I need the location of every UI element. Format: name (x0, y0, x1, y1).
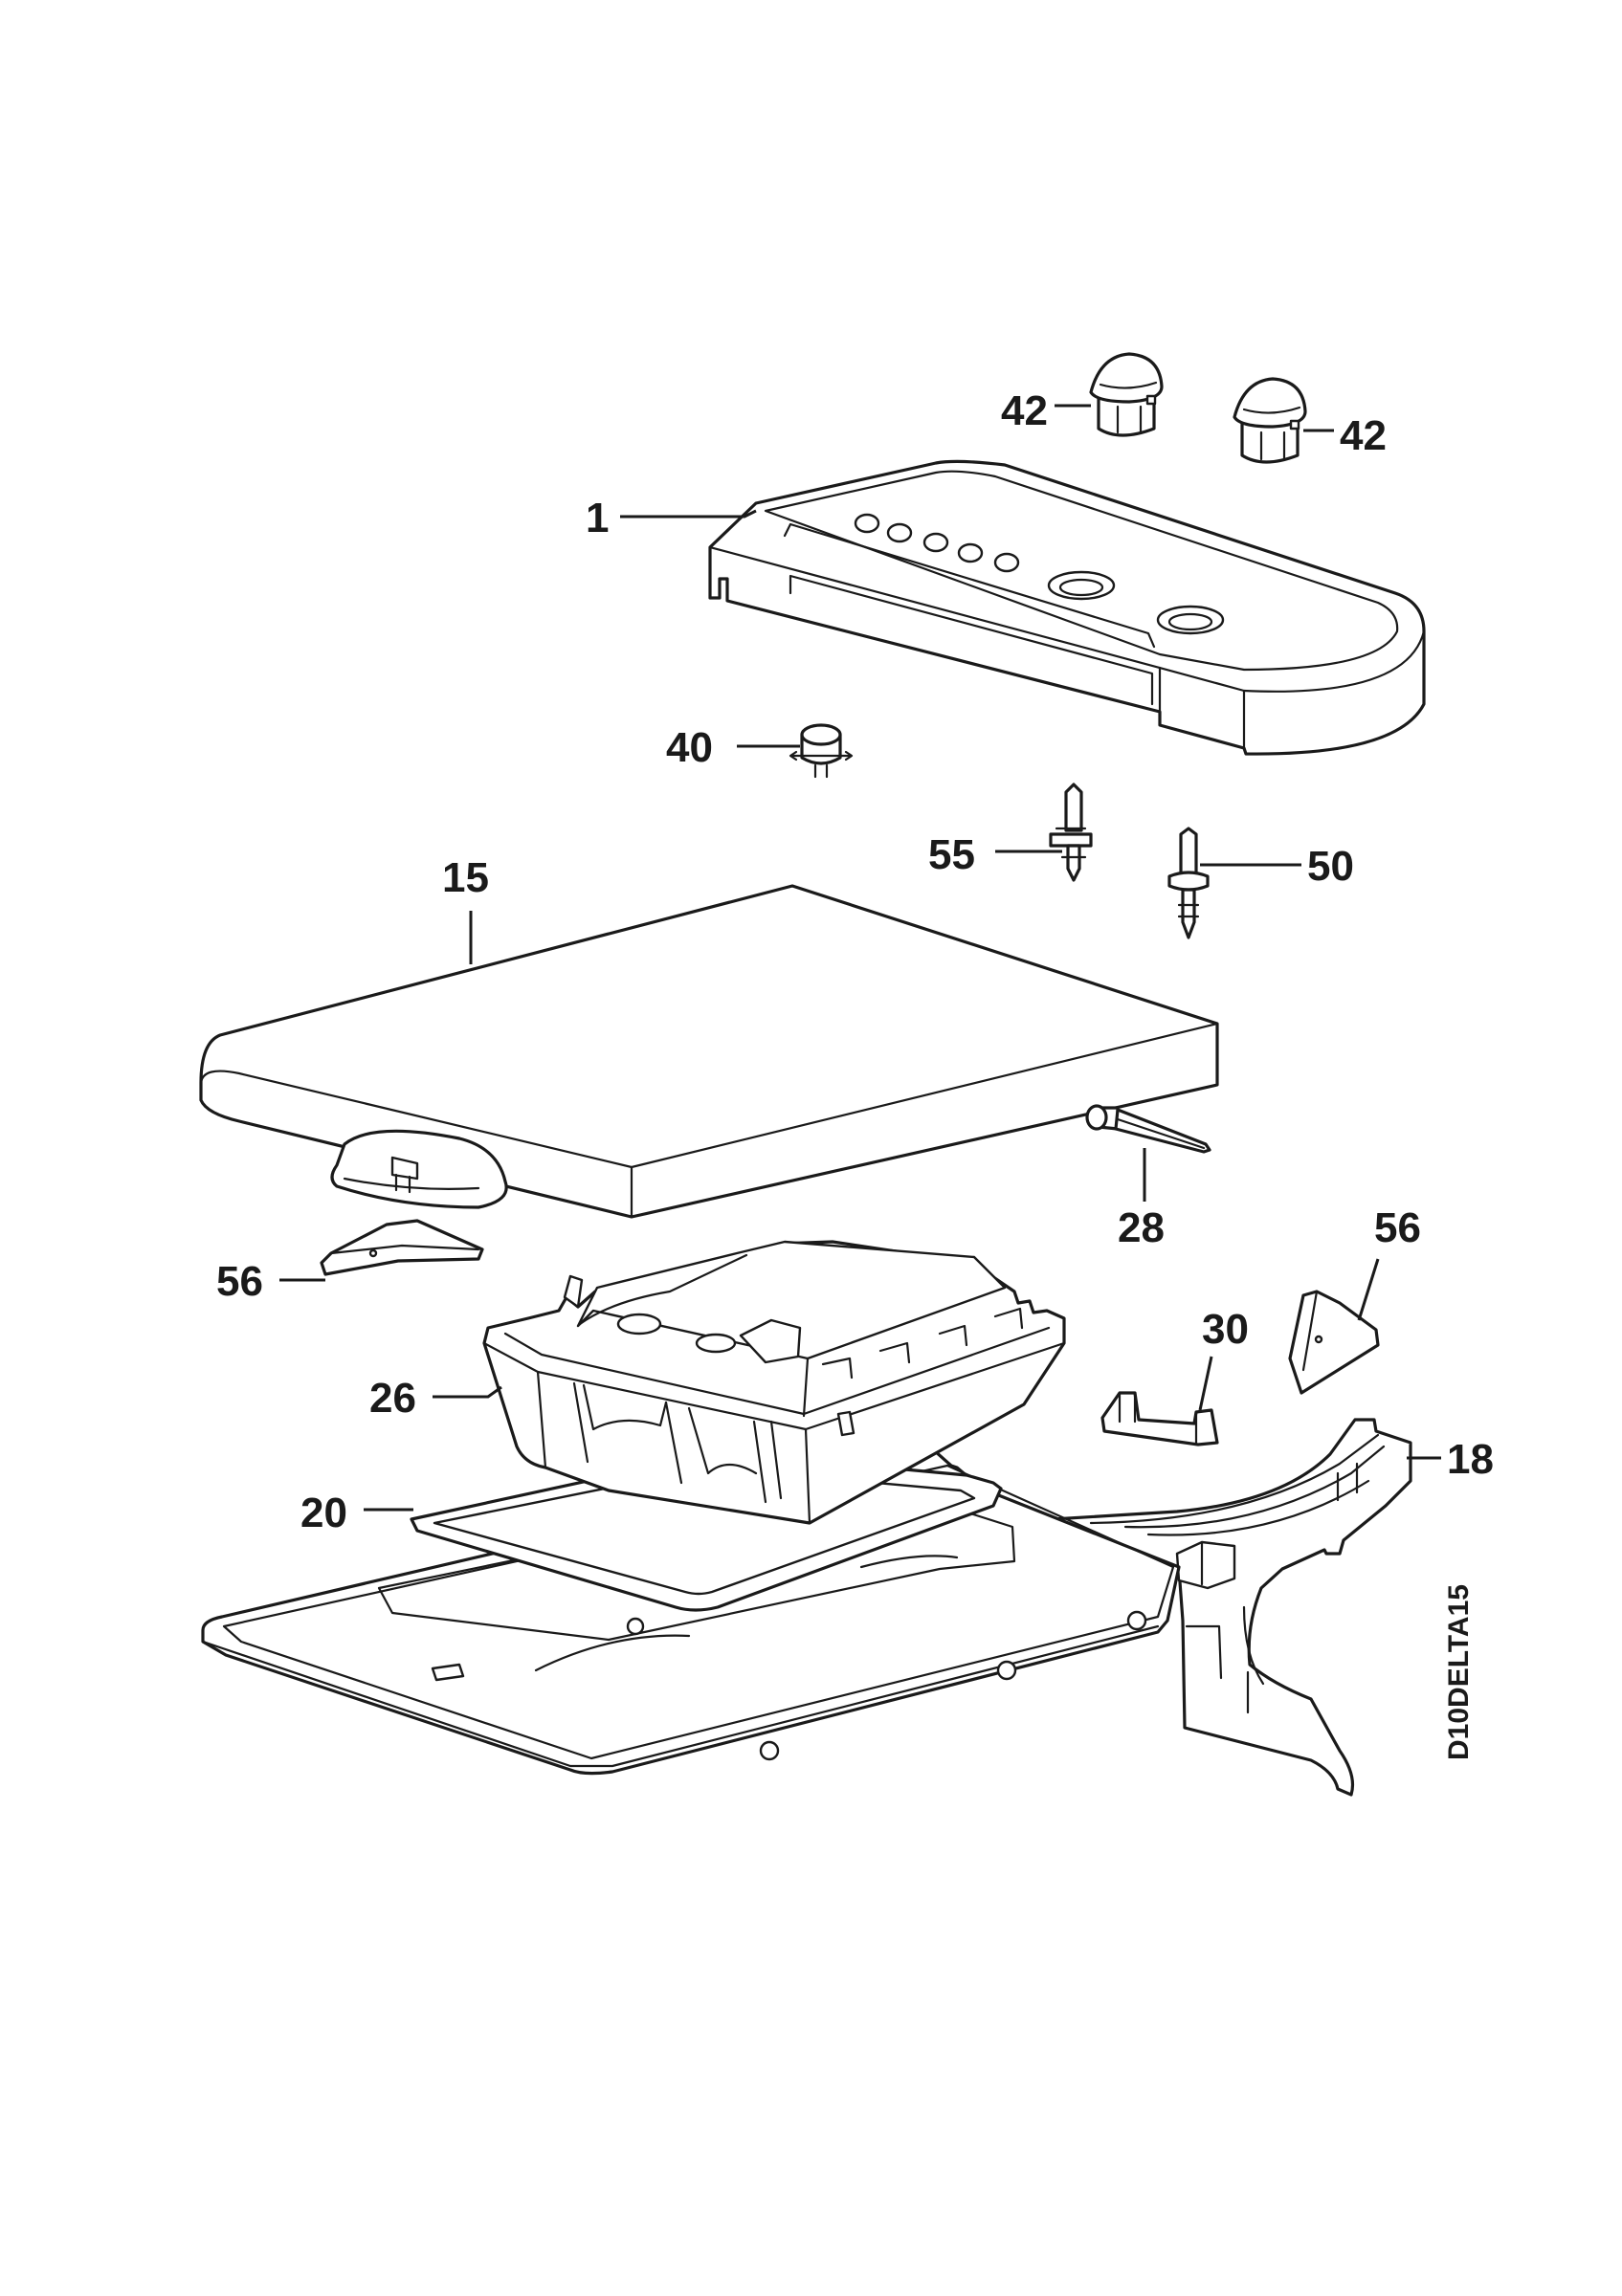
base-plate (201, 1448, 1181, 1776)
knob-part-42-left (1089, 352, 1164, 437)
callout-28: 28 (1118, 1204, 1165, 1251)
lid-part-15 (199, 884, 1219, 1219)
callout-56-right: 56 (1374, 1204, 1421, 1251)
pin-part-50 (1167, 827, 1210, 939)
callout-40: 40 (666, 724, 713, 771)
callout-1: 1 (586, 495, 609, 541)
callout-26: 26 (369, 1375, 416, 1422)
drawing-code: D10DELTA15 (1443, 1584, 1475, 1760)
button-part-40 (789, 723, 854, 779)
pin-part-28 (1085, 1104, 1211, 1154)
clip-part-30 (1100, 1391, 1219, 1446)
bracket-part-56-right (1288, 1290, 1380, 1395)
knob-part-42-right (1233, 377, 1307, 464)
callout-50: 50 (1307, 843, 1354, 890)
callout-30: 30 (1202, 1306, 1249, 1353)
callout-20: 20 (300, 1490, 347, 1536)
pin-part-55 (1049, 783, 1093, 882)
rear-frame-part-18 (982, 1418, 1412, 1797)
callout-56-left: 56 (216, 1258, 263, 1305)
control-panel-part-1 (708, 459, 1426, 756)
callout-55: 55 (928, 831, 975, 878)
bracket-part-56-left (320, 1219, 484, 1276)
callout-15: 15 (442, 854, 489, 901)
dispenser-drawer-part-26 (482, 1240, 1066, 1525)
callout-42-right: 42 (1340, 412, 1387, 459)
callout-labels: 42 42 1 40 55 50 15 28 56 56 30 26 18 20… (216, 387, 1494, 1760)
leader-lines (279, 404, 1441, 1512)
callout-42-left: 42 (1001, 387, 1048, 434)
callout-18: 18 (1447, 1436, 1494, 1483)
